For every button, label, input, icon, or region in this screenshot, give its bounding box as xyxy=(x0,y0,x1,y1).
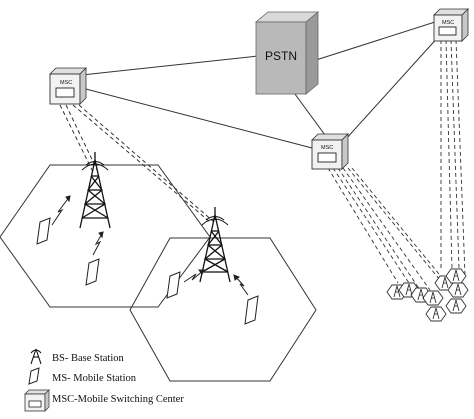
msc-node-right: MSC xyxy=(433,8,469,42)
msc-node-left: MSC xyxy=(49,67,87,105)
pstn-label: PSTN xyxy=(265,49,297,63)
link-msc-left-to-pstn xyxy=(81,55,259,76)
msc-center-label: MSC xyxy=(321,145,333,151)
mobile-station xyxy=(85,258,100,286)
legend-msc-icon xyxy=(24,389,50,412)
msc-right-dashed-links xyxy=(327,39,466,291)
mobile-station xyxy=(244,295,259,325)
legend-msc-text: MSC-Mobile Switching Center xyxy=(52,394,184,405)
mobile-station xyxy=(36,217,51,245)
link-msc-center-to-msc-right xyxy=(344,34,441,141)
legend-ms-text: MS- Mobile Station xyxy=(52,373,137,384)
link-pstn-to-msc-center xyxy=(291,89,326,136)
link-msc-left-to-msc-center xyxy=(81,87,313,149)
legend: BS- Base Station MS- Mobile Station MSC-… xyxy=(24,348,184,412)
link-pstn-to-msc-right xyxy=(315,21,436,61)
cell-hexagon-left xyxy=(0,164,211,308)
network-links xyxy=(81,21,441,149)
msc-node-center: MSC xyxy=(311,133,349,170)
legend-bs-text: BS- Base Station xyxy=(52,353,125,364)
micro-base-station-icons xyxy=(393,269,462,320)
msc-left-label: MSC xyxy=(60,80,72,86)
msc-left-dashed-links xyxy=(59,104,215,223)
legend-bs-icon xyxy=(30,348,42,365)
cell-hexagon-right xyxy=(129,237,317,382)
mobile-station xyxy=(166,271,181,299)
mobile-station-icons xyxy=(36,217,259,325)
base-station-tower-left xyxy=(79,152,111,229)
legend-ms-icon xyxy=(28,367,40,385)
msc-right-label: MSC xyxy=(442,20,454,26)
pstn-node: PSTN xyxy=(254,11,320,95)
radio-links xyxy=(51,195,249,296)
micro-cell-cluster xyxy=(386,268,469,322)
